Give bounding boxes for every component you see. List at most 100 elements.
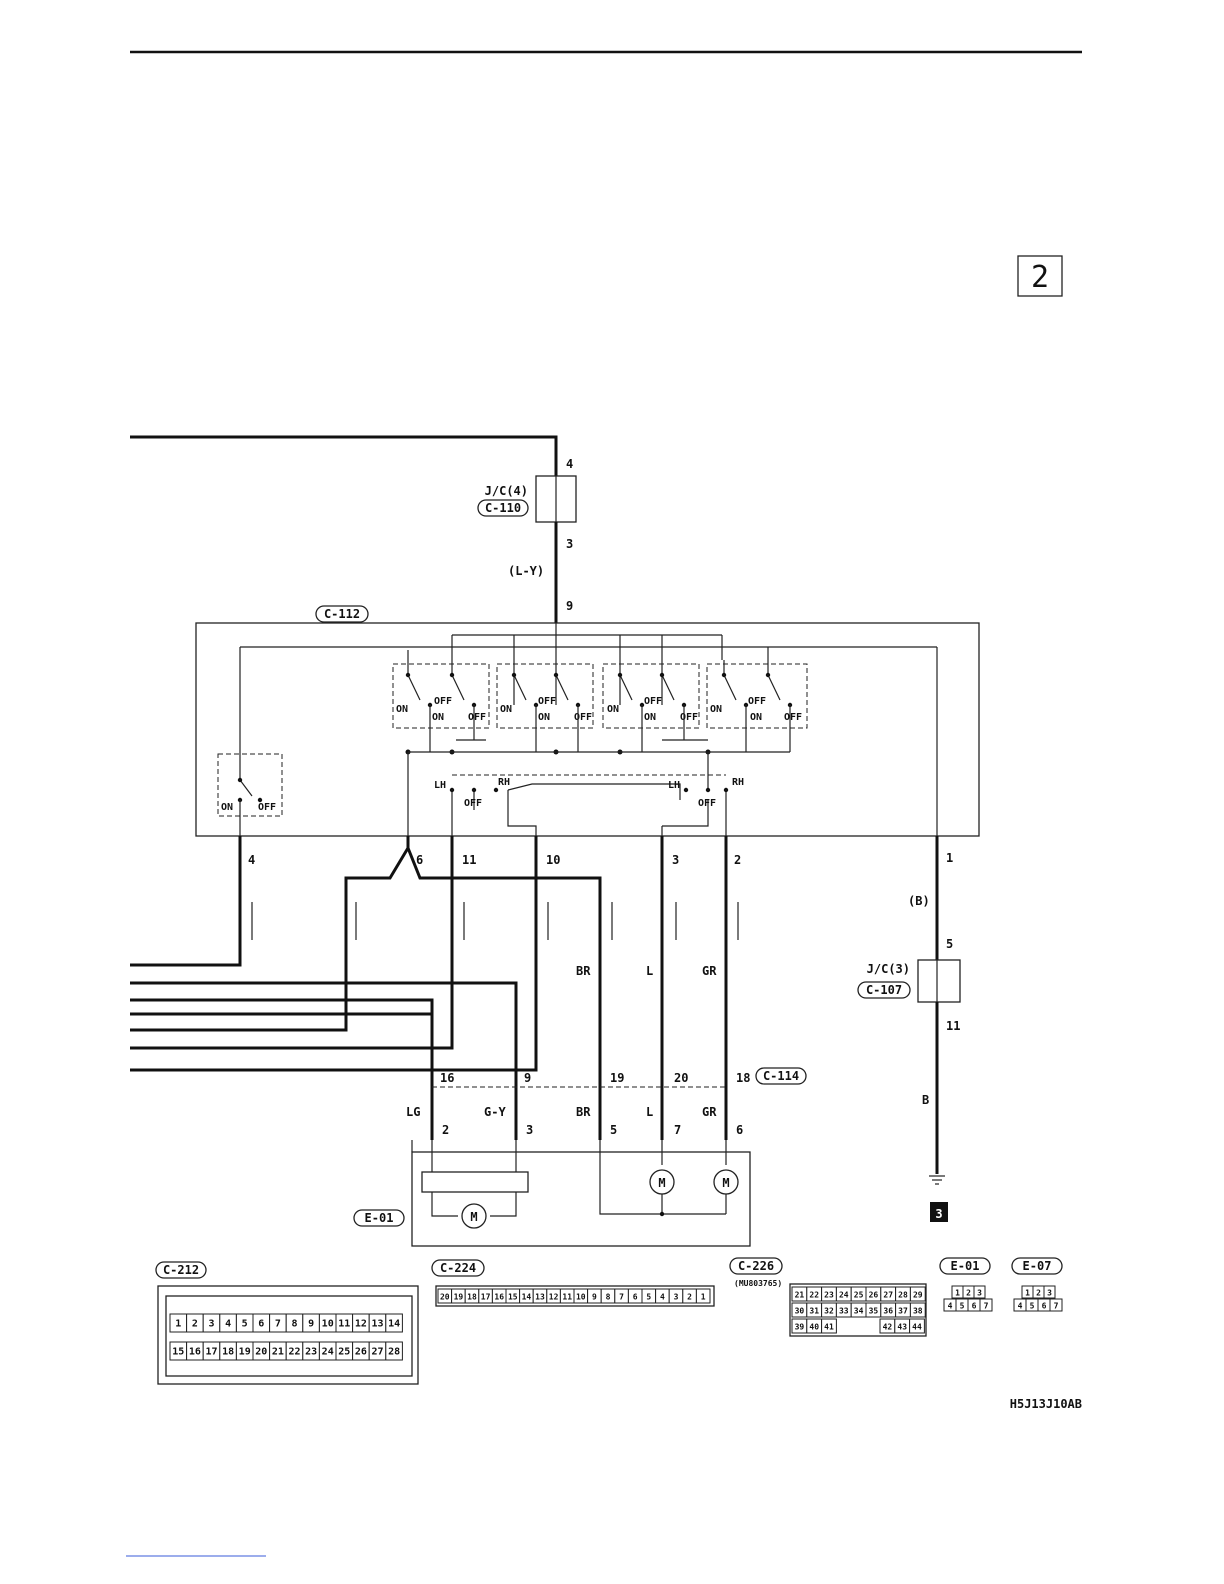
motor-pin-6: 6	[736, 1123, 743, 1137]
page-number: 2	[1031, 260, 1049, 295]
c224-pin: 11	[562, 1293, 572, 1302]
c226-row1-pin: 23	[824, 1291, 834, 1300]
e01-row2-cell	[979, 1298, 993, 1312]
c224-pin: 4	[660, 1293, 665, 1302]
single-switch-off: OFF	[258, 802, 276, 813]
sw-pin-4: 4	[248, 853, 255, 867]
c224-pin: 18	[467, 1293, 477, 1302]
c212-row2-pin: 16	[189, 1347, 201, 1358]
c226-row1-pin: 22	[809, 1291, 819, 1300]
motor-wire-br: BR	[576, 1105, 591, 1119]
c212-row1-pin: 1	[175, 1319, 181, 1330]
c212-row2-pin: 28	[388, 1347, 400, 1358]
selector-right-rh: RH	[732, 777, 744, 788]
c226-row3a-cell	[821, 1318, 837, 1334]
c224-pin: 19	[454, 1293, 464, 1302]
c224-pin: 17	[481, 1293, 491, 1302]
c226-row2-pin: 37	[898, 1307, 908, 1316]
c224-pin: 2	[687, 1293, 692, 1302]
selector-right-lh: LH	[668, 780, 680, 791]
c224-pin: 10	[576, 1293, 586, 1302]
c212-row1-pin: 12	[355, 1319, 367, 1330]
harness-wire-lg	[130, 998, 434, 1140]
c212-row1-pin: 14	[388, 1319, 400, 1330]
e07-view-label: E-07	[1023, 1259, 1052, 1273]
sw3-off: OFF	[644, 696, 662, 707]
jc107-pin-in: 5	[946, 937, 953, 951]
jc107-label: J/C(3)	[867, 962, 910, 976]
sw1-off: OFF	[434, 696, 452, 707]
c224-pin: 20	[440, 1293, 450, 1302]
c114-pin-20: 20	[674, 1071, 688, 1085]
c226-row1-pin: 28	[898, 1291, 908, 1300]
c212-row2-cell	[385, 1341, 403, 1361]
harness-wire-2	[130, 836, 410, 1032]
c212-row1-pin: 9	[308, 1319, 314, 1330]
selector-left-off: OFF	[464, 798, 482, 809]
c114-label: C-114	[763, 1069, 799, 1083]
c114-pin-18: 18	[736, 1071, 750, 1085]
c224-pin: 6	[633, 1293, 638, 1302]
ground-lower-color: B	[922, 1093, 929, 1107]
harness-wire-br	[406, 847, 602, 1140]
e01-label: E-01	[365, 1211, 394, 1225]
jc107-connector: C-107	[866, 983, 902, 997]
e07-row2-pin: 5	[1030, 1302, 1035, 1311]
c226-row2-cell	[909, 1302, 926, 1318]
c224-pin: 16	[494, 1293, 504, 1302]
motor-wire-l: L	[646, 1105, 653, 1119]
c212-row2-pin: 25	[338, 1347, 350, 1358]
c212-row2-pin: 21	[272, 1347, 284, 1358]
motor-pin-2: 2	[442, 1123, 449, 1137]
c224-pin: 9	[592, 1293, 597, 1302]
junction-c107-box	[917, 959, 961, 1003]
sw1-on: ON	[396, 704, 408, 715]
e07-row2-cell	[1049, 1298, 1063, 1312]
sw1-on-b: ON	[432, 712, 444, 723]
jc110-pin-out: 3	[566, 537, 573, 551]
c226-row2-pin: 38	[913, 1307, 923, 1316]
e07-row1-pin: 3	[1047, 1289, 1052, 1298]
e07-row1-pin: 2	[1036, 1289, 1041, 1298]
c212-row1-pin: 8	[291, 1319, 297, 1330]
switch-box-1	[392, 663, 490, 729]
c212-row2-pin: 20	[255, 1347, 267, 1358]
c212-row1-cell	[385, 1313, 403, 1333]
motor-wire-lg: LG	[406, 1105, 420, 1119]
jc110-connector-badge	[477, 499, 529, 517]
e01-row2-pin: 5	[960, 1302, 965, 1311]
c212-row2-pin: 27	[371, 1347, 383, 1358]
jc110-connector: C-110	[485, 501, 521, 515]
single-switch-on: ON	[221, 802, 233, 813]
sw1-off-b: OFF	[468, 712, 486, 723]
c226-row2-pin: 32	[824, 1307, 834, 1316]
c226-label: C-226	[738, 1259, 774, 1273]
c224-pin: 5	[646, 1293, 651, 1302]
e07-row1-cell	[1043, 1285, 1056, 1299]
c226-row1-pin: 26	[869, 1291, 879, 1300]
motor-l-symbol: M	[658, 1176, 665, 1190]
c212-row2-pin: 22	[288, 1347, 300, 1358]
c226-row1-pin: 27	[883, 1291, 893, 1300]
motor-wire-gr: GR	[702, 1105, 717, 1119]
e01-row1-cell	[973, 1285, 986, 1299]
harness-wire-4	[130, 836, 538, 1072]
single-switch-box	[217, 753, 283, 817]
motor-unit-box	[411, 1151, 751, 1247]
c224-pin: 15	[508, 1293, 518, 1302]
c226-row1-pin: 21	[795, 1291, 805, 1300]
c226-row3b-pin: 43	[897, 1323, 907, 1332]
c226-row2-pin: 36	[883, 1307, 893, 1316]
sw4-on-b: ON	[750, 712, 762, 723]
motor-pin-7: 7	[674, 1123, 681, 1137]
page-number-box	[1017, 255, 1063, 297]
harness-wire-1	[130, 836, 242, 967]
c212-row1-pin: 10	[322, 1319, 334, 1330]
c112-label: C-112	[324, 607, 360, 621]
